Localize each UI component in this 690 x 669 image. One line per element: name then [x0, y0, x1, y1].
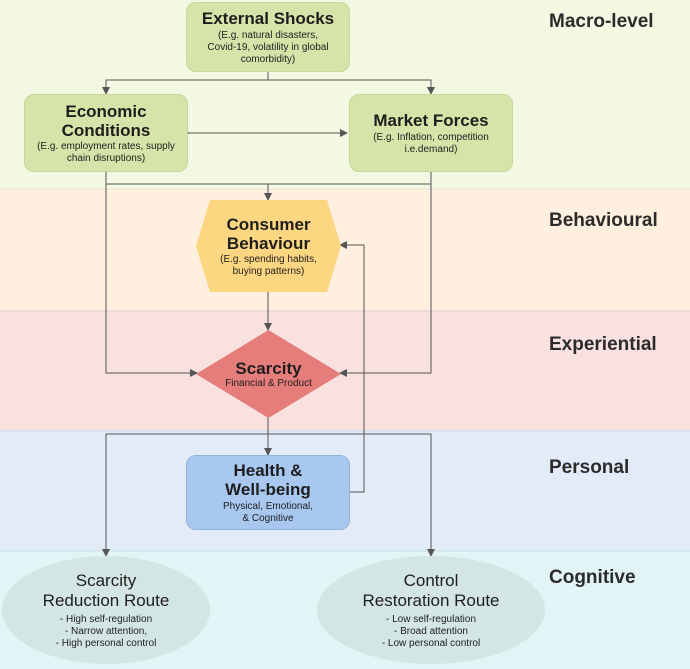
health-wellbeing-subtitle: Physical, Emotional, & Cognitive — [222, 500, 314, 524]
scarcity-reduction-route-node: Scarcity Reduction Route - High self-reg… — [2, 556, 210, 664]
scarcity-title: Scarcity — [235, 358, 302, 378]
macro-level-label: Macro-level — [549, 11, 654, 32]
external-shocks-title: External Shocks — [201, 8, 335, 28]
market-forces-subtitle: (E.g. Inflation, competition i.e.demand) — [373, 131, 489, 155]
scarcity-node: Scarcity Financial & Product — [196, 330, 341, 418]
market-forces-title: Market Forces — [373, 110, 489, 130]
scarcity-shape — [196, 330, 341, 418]
consumer-behaviour-title: Consumer Behaviour — [226, 214, 311, 253]
economic-conditions-node: Economic Conditions (E.g. employment rat… — [24, 94, 188, 172]
scarcity-reduction-title: Scarcity Reduction Route — [42, 570, 170, 610]
control-restoration-title: Control Restoration Route — [362, 570, 500, 610]
economic-conditions-title: Economic Conditions — [61, 101, 151, 140]
economic-conditions-subtitle: (E.g. employment rates, supply chain dis… — [37, 140, 175, 164]
personal-label: Personal — [549, 457, 630, 478]
market-forces-node: Market Forces (E.g. Inflation, competiti… — [349, 94, 513, 172]
control-restoration-route-node: Control Restoration Route - Low self-reg… — [317, 556, 545, 664]
scarcity-subtitle: Financial & Product — [225, 377, 312, 389]
health-wellbeing-title: Health & Well-being — [225, 460, 311, 499]
behavioural-label: Behavioural — [549, 210, 658, 231]
cognitive-label: Cognitive — [549, 567, 636, 588]
external-shocks-node: External Shocks (E.g. natural disasters,… — [186, 2, 350, 72]
experiential-band — [0, 310, 690, 432]
health-wellbeing-node: Health & Well-being Physical, Emotional,… — [186, 455, 350, 530]
experiential-label: Experiential — [549, 334, 657, 355]
behavioural-band — [0, 188, 690, 312]
scarcity-reduction-subtitle: - High self-regulation - Narrow attentio… — [55, 613, 157, 649]
control-restoration-subtitle: - Low self-regulation - Broad attention … — [381, 613, 481, 649]
consumer-behaviour-node: Consumer Behaviour (E.g. spending habits… — [196, 200, 341, 292]
external-shocks-subtitle: (E.g. natural disasters, Covid-19, volat… — [207, 29, 329, 65]
consumer-behaviour-subtitle: (E.g. spending habits, buying patterns) — [220, 253, 317, 277]
consumer-behaviour-shape — [196, 200, 341, 292]
